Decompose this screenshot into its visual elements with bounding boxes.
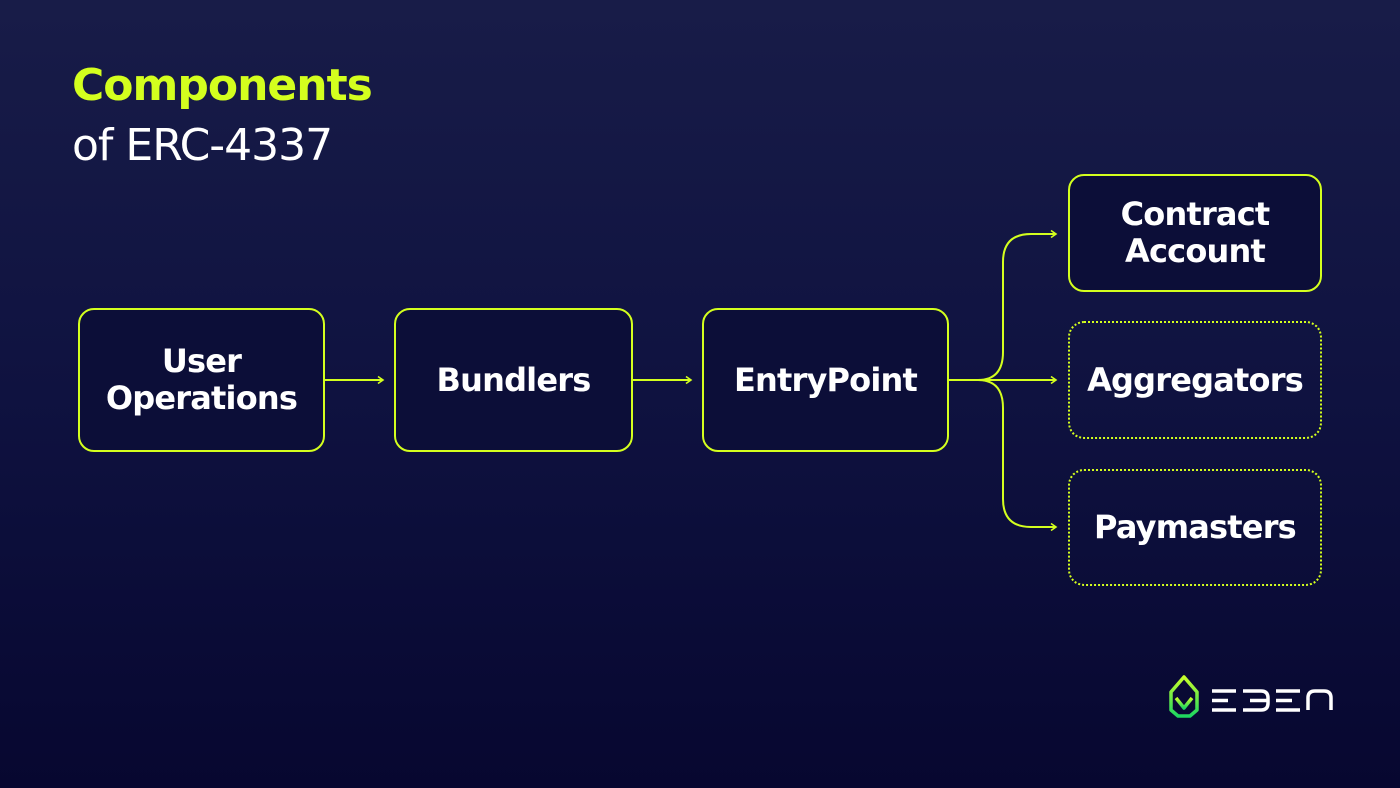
- node-contract-account: Contract Account: [1068, 174, 1322, 292]
- node-label-line: Contract: [1120, 195, 1271, 233]
- node-label: Aggregators: [1087, 360, 1304, 399]
- edge-entrypoint-contract: [977, 229, 1058, 381]
- node-paymasters: Paymasters: [1068, 469, 1322, 586]
- node-label-line: Operations: [105, 379, 298, 417]
- title-accent: Components: [72, 60, 373, 111]
- edge-entrypoint-paymasters: [977, 379, 1058, 532]
- leaf-icon: [1169, 675, 1333, 724]
- eden-logo: [1166, 674, 1336, 732]
- node-label-line: User: [161, 342, 242, 380]
- node-label: Paymasters: [1094, 508, 1297, 546]
- node-label-line: Account: [1125, 232, 1266, 270]
- node-aggregators: Aggregators: [1068, 321, 1322, 439]
- page-title: Components of ERC-4337: [72, 56, 373, 176]
- node-bundlers: Bundlers: [394, 308, 633, 452]
- node-label: EntryPoint: [733, 360, 918, 399]
- node-label: Bundlers: [436, 360, 592, 399]
- node-user-operations: User Operations: [78, 308, 325, 452]
- title-subtitle: of ERC-4337: [72, 120, 333, 171]
- node-entrypoint: EntryPoint: [702, 308, 949, 452]
